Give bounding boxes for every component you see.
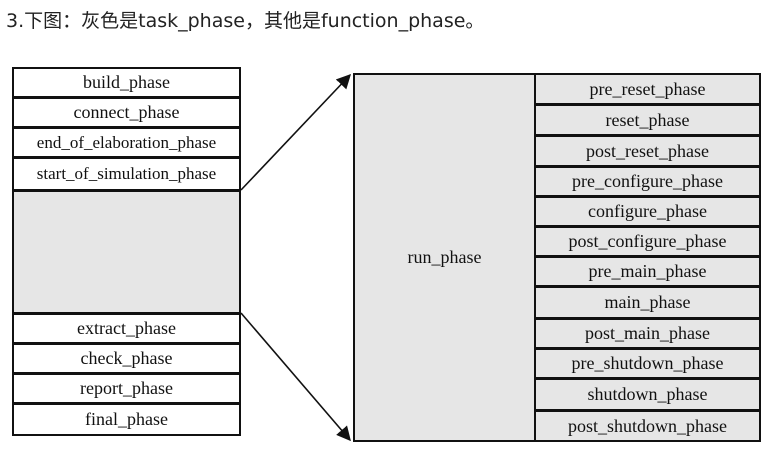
- phase-box-shutdown: shutdown_phase: [534, 378, 761, 411]
- phase-box-post-main: post_main_phase: [534, 318, 761, 349]
- phase-box-final: final_phase: [12, 403, 241, 436]
- phase-box-configure: configure_phase: [534, 196, 761, 227]
- phase-box-pre-configure: pre_configure_phase: [534, 166, 761, 197]
- phase-box-post-reset: post_reset_phase: [534, 135, 761, 167]
- arrow-top: [240, 73, 351, 191]
- phase-box-build: build_phase: [12, 67, 241, 98]
- phase-box-extract: extract_phase: [12, 313, 241, 344]
- phase-box-reset: reset_phase: [534, 104, 761, 136]
- phase-box-pre-main: pre_main_phase: [534, 256, 761, 287]
- phase-box-report: report_phase: [12, 373, 241, 404]
- phase-box-start-of-simulation: start_of_simulation_phase: [12, 157, 241, 191]
- run-phase-slot: [12, 190, 241, 314]
- phase-box-end-of-elaboration: end_of_elaboration_phase: [12, 127, 241, 158]
- caption: 3.下图：灰色是task_phase，其他是function_phase。: [6, 10, 485, 32]
- phase-box-pre-reset: pre_reset_phase: [534, 73, 761, 105]
- phase-box-check: check_phase: [12, 343, 241, 374]
- phase-box-post-configure: post_configure_phase: [534, 226, 761, 257]
- phase-box-pre-shutdown: pre_shutdown_phase: [534, 348, 761, 379]
- phase-box-main: main_phase: [534, 286, 761, 319]
- run-phase-box: run_phase: [353, 73, 536, 442]
- phase-box-connect: connect_phase: [12, 97, 241, 128]
- arrow-bottom: [240, 312, 351, 442]
- phase-box-post-shutdown: post_shutdown_phase: [534, 410, 761, 442]
